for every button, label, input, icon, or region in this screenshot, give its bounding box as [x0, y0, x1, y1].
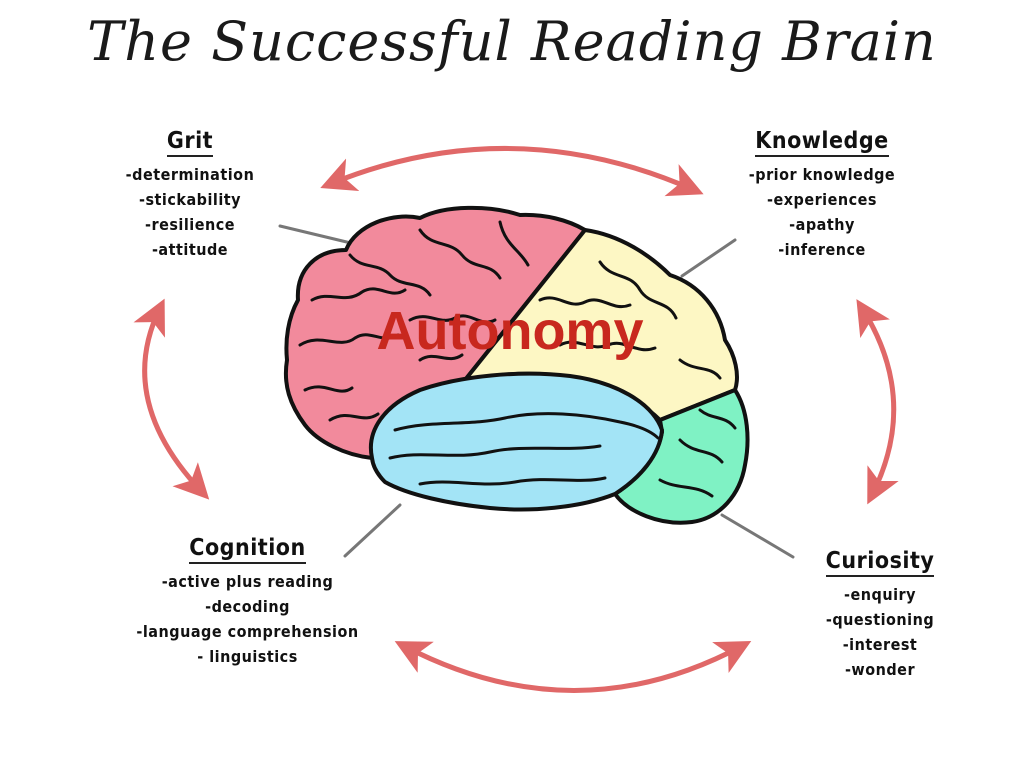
curiosity-heading: Curiosity: [825, 548, 935, 577]
grit-item: -resilience: [144, 215, 235, 234]
knowledge-pointer-line: [680, 238, 737, 278]
curiosity-pointer-line: [720, 513, 795, 559]
cycle-arrows: [133, 146, 899, 693]
arrow-right: [856, 299, 899, 505]
grit-item: -stickability: [138, 190, 242, 209]
page-title: The Successful Reading Brain: [87, 10, 937, 73]
curiosity-block: Curiosity -enquiry -questioning -interes…: [790, 548, 970, 682]
cognition-block: Cognition -active plus reading -decoding…: [130, 535, 365, 669]
knowledge-item: -experiences: [766, 190, 877, 209]
cognition-item: -decoding: [205, 597, 290, 616]
cognition-item: -active plus reading: [161, 572, 334, 591]
knowledge-block: Knowledge -prior knowledge -experiences …: [722, 128, 922, 262]
cognition-heading: Cognition: [189, 535, 306, 564]
curiosity-item: -enquiry: [844, 585, 916, 604]
curiosity-item: -wonder: [844, 660, 916, 679]
autonomy-label: Autonomy: [376, 301, 644, 361]
grit-item: -determination: [125, 165, 255, 184]
cognition-item: - linguistics: [197, 647, 298, 666]
grit-heading: Grit: [166, 128, 214, 157]
cognition-item: -language comprehension: [136, 622, 359, 641]
grit-item: -attitude: [151, 240, 229, 259]
knowledge-list: -prior knowledge -experiences -apathy -i…: [722, 162, 922, 262]
curiosity-item: -interest: [842, 635, 918, 654]
brain-folds: [298, 220, 737, 498]
temporal-lobe: [368, 371, 664, 512]
curiosity-list: -enquiry -questioning -interest -wonder: [790, 582, 970, 682]
knowledge-heading: Knowledge: [755, 128, 889, 157]
brain-illustration: [283, 205, 750, 525]
arrow-left: [133, 298, 210, 500]
cognition-list: -active plus reading -decoding -language…: [130, 569, 365, 669]
knowledge-item: -inference: [778, 240, 866, 259]
cognition-pointer-line: [343, 503, 402, 558]
grit-list: -determination -stickability -resilience…: [110, 162, 270, 262]
curiosity-item: -questioning: [825, 610, 935, 629]
grit-block: Grit -determination -stickability -resil…: [110, 128, 270, 262]
arrow-bottom: [394, 641, 752, 693]
knowledge-item: -apathy: [789, 215, 855, 234]
arrow-top: [320, 146, 704, 197]
knowledge-item: -prior knowledge: [748, 165, 896, 184]
